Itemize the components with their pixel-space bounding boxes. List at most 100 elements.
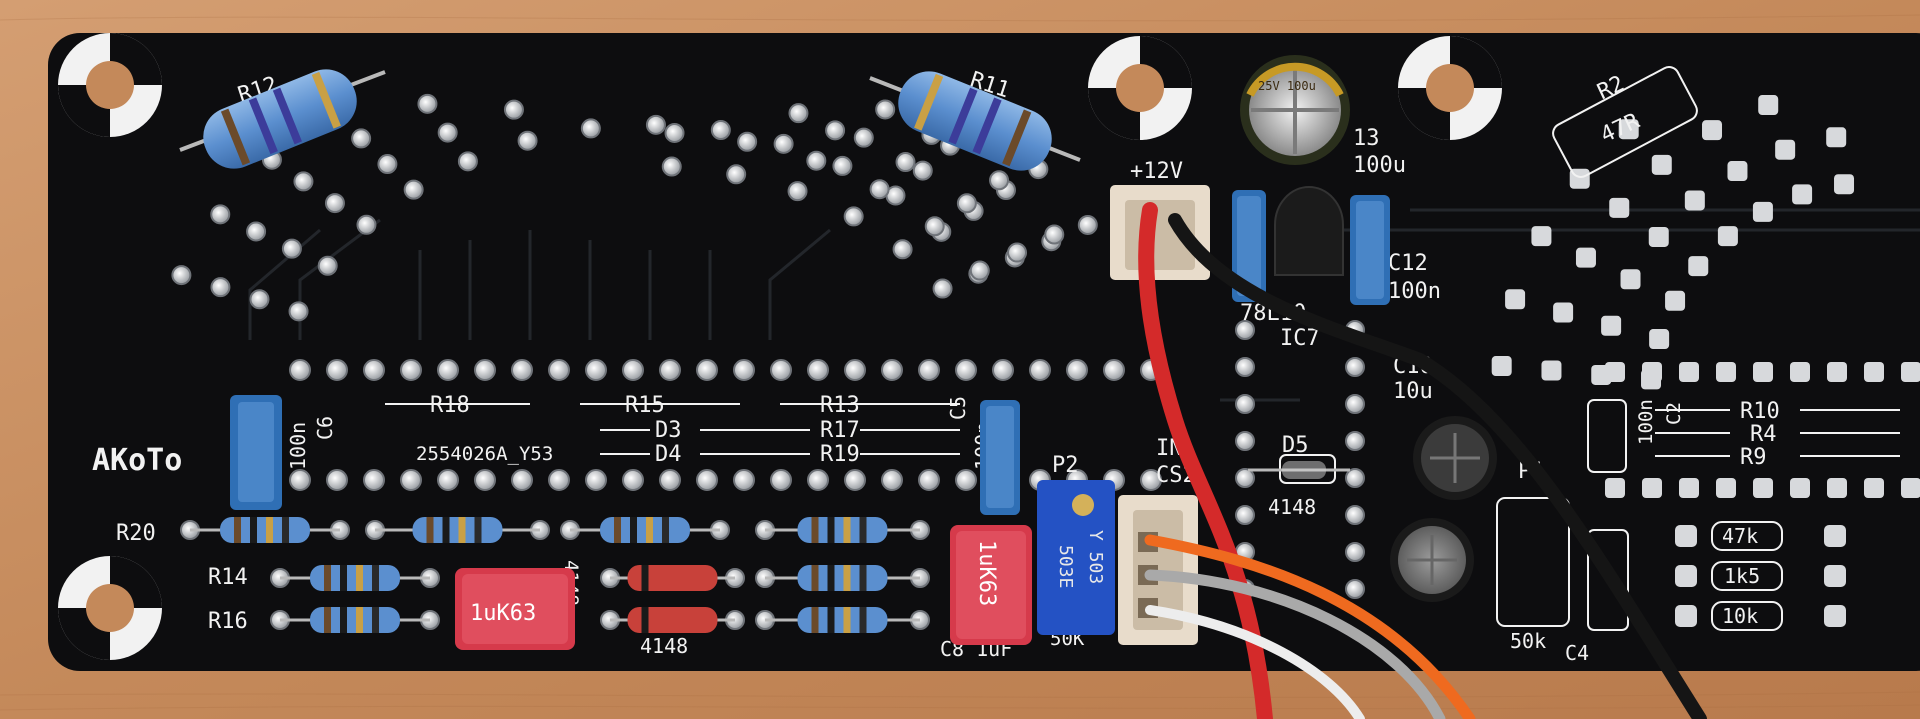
label-c13: 13 bbox=[1353, 126, 1380, 151]
label-res-1k5: 1k5 bbox=[1724, 564, 1760, 588]
solder-pad bbox=[1824, 565, 1846, 587]
solder-pad bbox=[293, 171, 314, 192]
solder-pad bbox=[1491, 356, 1512, 377]
solder-pad bbox=[1688, 256, 1709, 277]
solder-pad bbox=[932, 278, 953, 299]
solder-pad bbox=[1620, 269, 1641, 290]
solder-pad bbox=[924, 216, 945, 237]
solder-pad bbox=[843, 206, 864, 227]
solder-pad bbox=[210, 277, 231, 298]
solder-pad bbox=[969, 260, 990, 281]
solder-pad bbox=[1675, 565, 1697, 587]
solder-pad bbox=[1775, 139, 1796, 160]
wire-red bbox=[1138, 202, 1273, 719]
solder-pad bbox=[1618, 119, 1639, 140]
resistor-r16 bbox=[280, 607, 430, 633]
solder-pad bbox=[288, 301, 309, 322]
solder-pad bbox=[1575, 247, 1596, 268]
solder-pad bbox=[1753, 362, 1773, 382]
solder-pad bbox=[787, 181, 808, 202]
capacitor-c13: 25V 100u bbox=[1240, 55, 1350, 165]
wire-grey bbox=[1144, 569, 1446, 719]
solder-pad bbox=[1790, 478, 1810, 498]
solder-pad bbox=[710, 120, 731, 141]
solder-pad bbox=[317, 255, 338, 276]
solder-pad bbox=[726, 164, 747, 185]
solder-pad bbox=[457, 151, 478, 172]
label-c2-value: 100n bbox=[1635, 399, 1657, 445]
solder-pad bbox=[1727, 161, 1748, 182]
solder-pad bbox=[1827, 478, 1847, 498]
solder-pad bbox=[1345, 431, 1365, 451]
solder-pad bbox=[1235, 468, 1255, 488]
solder-pad bbox=[363, 359, 385, 381]
solder-pad bbox=[1609, 197, 1630, 218]
label-ic7: IC7 bbox=[1280, 326, 1320, 351]
label-d4: D4 bbox=[655, 442, 682, 467]
c13-print: 25V 100u bbox=[1258, 79, 1316, 93]
solder-pad bbox=[1553, 302, 1574, 323]
label-p1-value: 50k bbox=[1510, 629, 1546, 653]
label-power: +12V bbox=[1130, 159, 1183, 184]
trimmer-code2: 503E bbox=[1055, 545, 1076, 588]
solder-pad bbox=[1864, 362, 1884, 382]
solder-pad bbox=[1834, 174, 1855, 195]
film-cap-left-print: 1uK63 bbox=[470, 601, 536, 626]
solder-pad bbox=[417, 93, 438, 114]
solder-pad bbox=[622, 469, 644, 491]
copper-traces bbox=[248, 208, 1920, 402]
mounting-hole bbox=[58, 556, 162, 660]
solder-pad bbox=[517, 130, 538, 151]
solder-pad bbox=[659, 469, 681, 491]
solder-pad bbox=[474, 359, 496, 381]
film-cap-c8-print: 1uK63 bbox=[974, 540, 999, 606]
solder-pad bbox=[1827, 362, 1847, 382]
mounting-hole bbox=[1398, 36, 1502, 140]
solder-pad bbox=[844, 469, 866, 491]
solder-pad bbox=[1901, 362, 1920, 382]
solder-pad bbox=[1605, 362, 1625, 382]
solder-pad bbox=[1716, 362, 1736, 382]
solder-pad bbox=[1007, 242, 1028, 263]
capacitor-c10 bbox=[1413, 416, 1497, 500]
solder-pad bbox=[1235, 505, 1255, 525]
wire-orange bbox=[1144, 534, 1476, 719]
solder-pad bbox=[1601, 315, 1622, 336]
label-c6: C6 bbox=[313, 416, 337, 440]
capacitor-c12 bbox=[1350, 195, 1390, 305]
solder-pad bbox=[1790, 362, 1810, 382]
solder-pad bbox=[324, 193, 345, 214]
solder-pad bbox=[1044, 224, 1065, 245]
capacitor-c6 bbox=[230, 395, 282, 510]
solder-pad bbox=[645, 114, 666, 135]
solder-pad bbox=[1651, 154, 1672, 175]
solder-pad bbox=[1235, 357, 1255, 377]
solder-pad bbox=[1864, 478, 1884, 498]
label-c10-value: 10u bbox=[1393, 379, 1433, 404]
solder-pad bbox=[869, 179, 890, 200]
capacitor-film-c8: 1uK63 bbox=[950, 525, 1032, 645]
solder-pad bbox=[281, 238, 302, 259]
label-c13-value: 100u bbox=[1353, 153, 1406, 178]
label-d3: D3 bbox=[655, 418, 682, 443]
solder-pad bbox=[210, 204, 231, 225]
label-c4: C4 bbox=[1565, 641, 1589, 665]
resistor bbox=[375, 517, 540, 543]
solder-pad bbox=[1345, 579, 1365, 599]
regulator-ic7 bbox=[1274, 186, 1344, 276]
solder-pad bbox=[737, 131, 758, 152]
solder-pad bbox=[956, 193, 977, 214]
label-r15: R15 bbox=[625, 393, 665, 418]
solder-pad bbox=[437, 122, 458, 143]
solder-pad bbox=[1717, 226, 1738, 247]
solder-pad bbox=[1649, 329, 1670, 350]
mounting-hole bbox=[1088, 36, 1192, 140]
wire-black bbox=[1168, 213, 1707, 719]
solder-pad bbox=[474, 469, 496, 491]
solder-pad bbox=[1901, 478, 1920, 498]
solder-pad bbox=[733, 469, 755, 491]
solder-pad bbox=[773, 133, 794, 154]
solder-pad bbox=[844, 359, 866, 381]
solder-pad bbox=[437, 359, 459, 381]
label-r20: R20 bbox=[116, 521, 156, 546]
